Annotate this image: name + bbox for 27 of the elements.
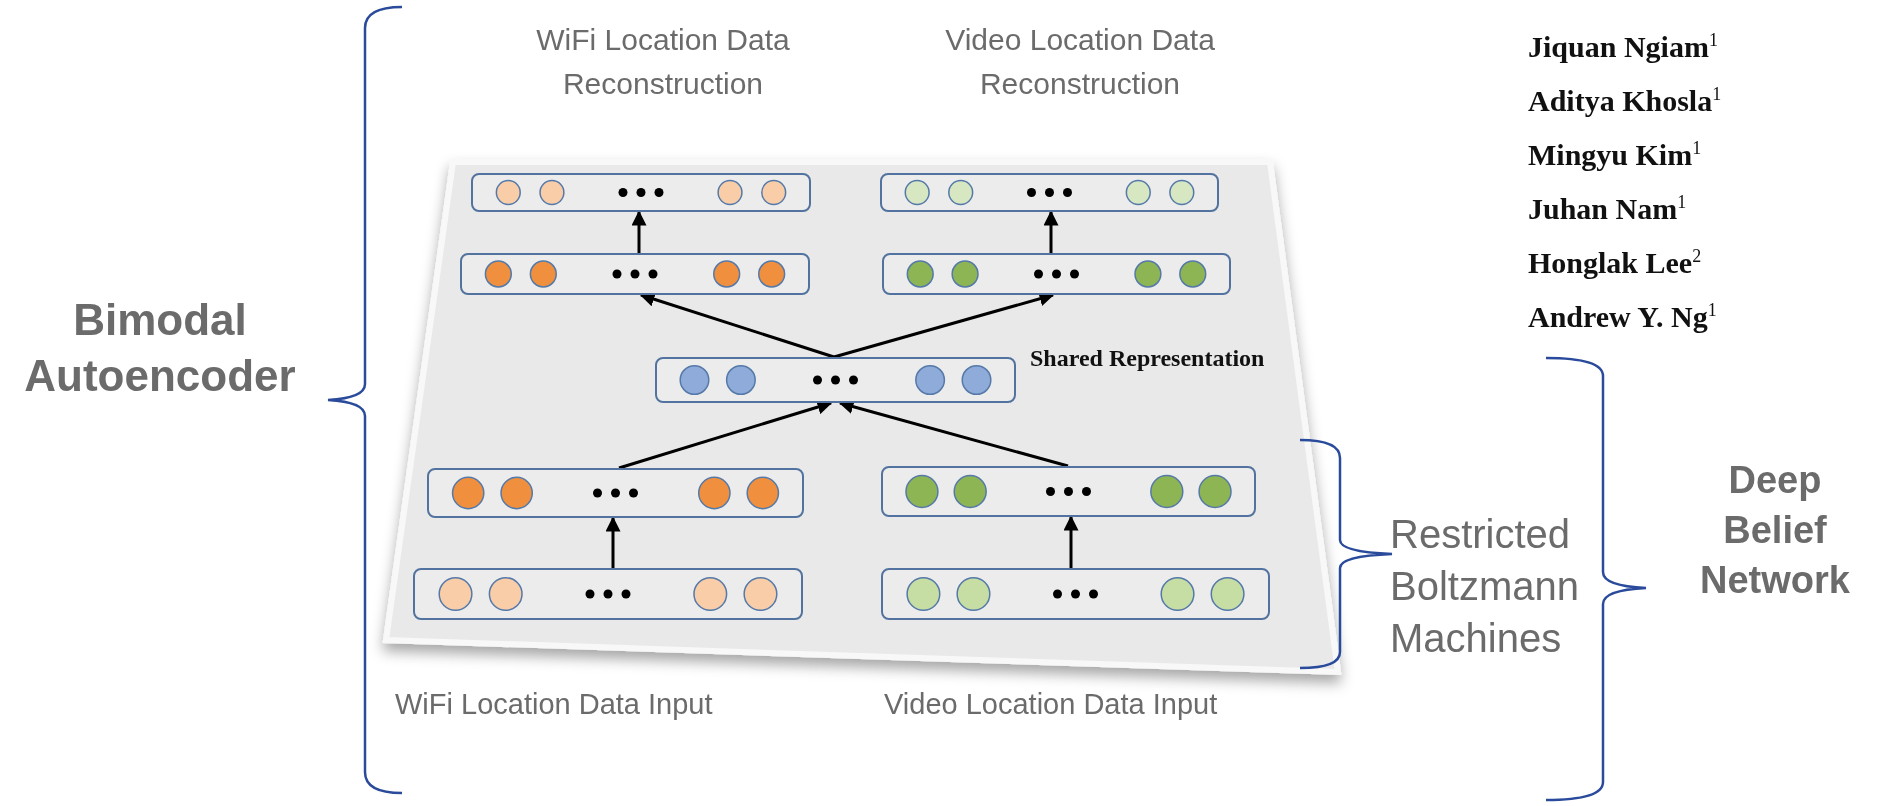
arrow [631,210,647,253]
author-name: Honglak Lee$^{2}$ [1528,245,1702,281]
author-name: Jiquan Ngiam$^{1}$ [1528,29,1718,65]
input-label: Video Location Data Input [884,687,1219,722]
arrow [605,516,621,568]
layer-box [413,568,803,620]
section-heading: WiFi Location Data Reconstruction [535,22,791,102]
arrow [639,292,835,359]
author-name: Mingyu Kim$^{1}$ [1528,137,1702,173]
section-heading: Video Location Data Reconstruction [944,22,1216,102]
group-label: Restricted Boltzmann Machines [1390,511,1580,662]
layer-caption: Shared Representation [1030,345,1266,372]
layer-box [427,468,804,518]
group-label: Deep Belief Network [1699,458,1851,603]
layer-box [881,466,1256,517]
author-name: Andrew Y. Ng$^{1}$ [1528,299,1717,335]
layer-box [882,253,1231,295]
author-name: Aditya Khosla$^{1}$ [1528,83,1722,119]
layer-box [460,253,810,295]
layer-box [881,568,1270,620]
layer-box [471,173,811,212]
arrow [1063,515,1079,568]
author-name: Juhan Nam$^{1}$ [1528,191,1687,227]
input-label: WiFi Location Data Input [395,687,714,722]
layer-box [880,173,1219,212]
group-label: Bimodal Autoencoder [23,294,297,402]
arrow [1043,210,1059,253]
